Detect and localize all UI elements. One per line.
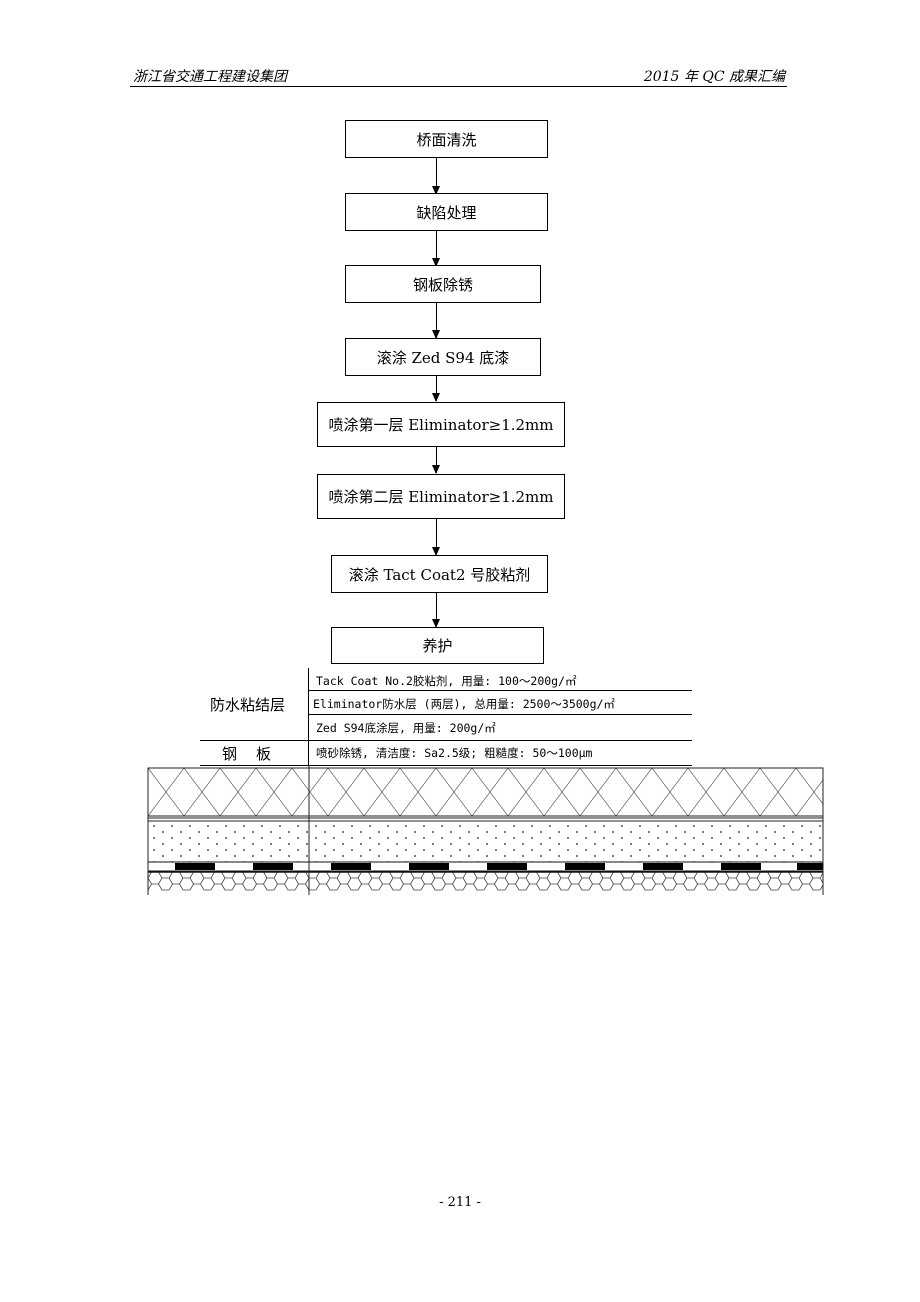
- asphalt-surface-layer: [147, 767, 824, 817]
- page-number: - 211 -: [439, 1195, 481, 1210]
- flow-arrow-1: [432, 158, 440, 195]
- steel-deck-layer: [148, 871, 823, 894]
- flow-arrow-3: [432, 303, 440, 339]
- layer-rule: [308, 690, 692, 691]
- layer-rule: [308, 714, 692, 715]
- flow-step-4: 滚涂 Zed S94 底漆: [345, 338, 541, 376]
- flow-step-2: 缺陷处理: [345, 193, 548, 231]
- flow-step-5: 喷涂第一层 Eliminator≥1.2mm: [317, 402, 565, 447]
- flow-step-7: 滚涂 Tact Coat2 号胶粘剂: [331, 555, 548, 593]
- waterproof-layer-label: 防水粘结层: [210, 696, 286, 714]
- flow-step-6: 喷涂第二层 Eliminator≥1.2mm: [317, 474, 565, 519]
- layer-rule: [200, 740, 692, 741]
- flow-step-8: 养护: [331, 627, 544, 664]
- flow-arrow-4: [432, 376, 440, 402]
- waterproof-bond-layer: [147, 861, 824, 872]
- header-title: 2015 年 QC 成果汇编: [643, 69, 785, 85]
- layer-tack-coat: Tack Coat No.2胶粘剂, 用量: 100～200g/㎡: [316, 674, 577, 688]
- header-org: 浙江省交通工程建设集团: [133, 69, 287, 85]
- layer-eliminator: Eliminator防水层 (两层), 总用量: 2500～3500g/㎡: [313, 697, 615, 711]
- flow-step-1: 桥面清洗: [345, 120, 548, 158]
- flow-step-3: 钢板除锈: [345, 265, 541, 303]
- layer-table-divider: [308, 668, 309, 766]
- flow-arrow-6: [432, 519, 440, 556]
- header-rule: [130, 86, 787, 87]
- flow-arrow-2: [432, 231, 440, 267]
- steel-plate-label: 钢 板: [222, 745, 274, 763]
- steel-plate-desc: 喷砂除锈, 清洁度: Sa2.5级; 粗糙度: 50～100μm: [316, 746, 593, 760]
- flow-arrow-7: [432, 593, 440, 628]
- layer-rule: [200, 765, 692, 766]
- layer-zed-primer: Zed S94底涂层, 用量: 200g/㎡: [316, 721, 496, 735]
- epoxy-asphalt-layer: [148, 822, 823, 862]
- flow-arrow-5: [432, 447, 440, 474]
